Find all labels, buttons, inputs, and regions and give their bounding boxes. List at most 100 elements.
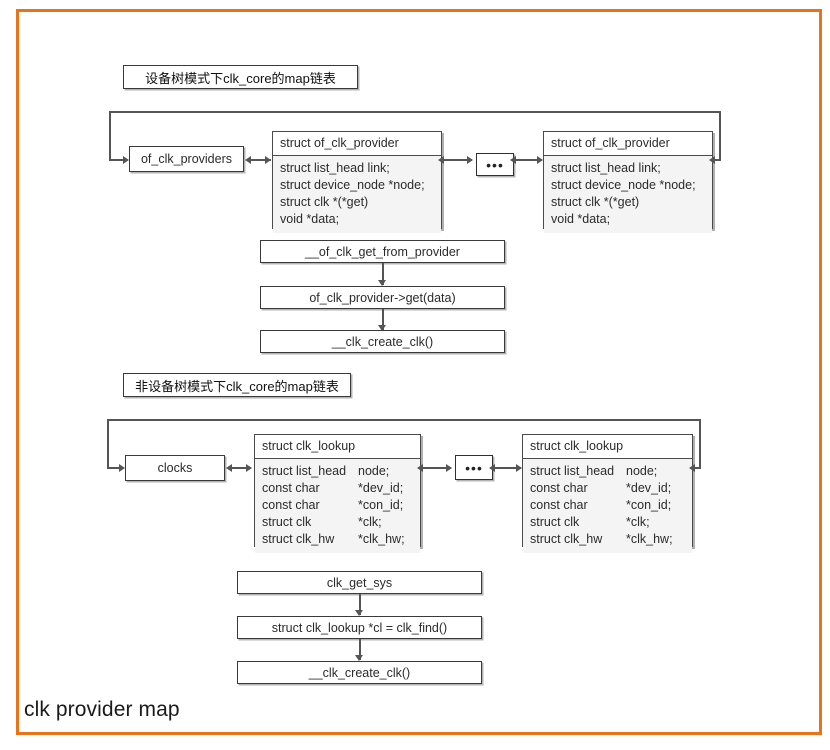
flow1-arrow-1 <box>378 280 386 286</box>
struct-field: const char *con_id; <box>530 497 686 514</box>
field-name: *clk_hw; <box>626 532 673 546</box>
link-structleft2-ellipsis-arrow-right <box>446 464 452 472</box>
link-structleft2-to-ellipsis <box>422 467 451 469</box>
node-clocks[interactable]: clocks <box>125 455 225 481</box>
link-structleft-to-ellipsis <box>443 159 472 161</box>
field-name: node; <box>358 464 390 478</box>
flow1-arrow-2 <box>378 325 386 331</box>
field-type: struct clk <box>530 515 580 529</box>
field-name: *clk_hw; <box>358 532 405 546</box>
list2-loop-entry-horizontal <box>107 467 119 469</box>
field-type: const char <box>262 481 320 495</box>
section-header-non-devicetree: 非设备树模式下clk_core的map链表 <box>123 373 351 397</box>
ellipsis-box-devicetree: ••• <box>476 153 514 176</box>
struct-field: struct list_head link; <box>551 161 661 175</box>
struct-field: struct clk_hw *clk_hw; <box>530 531 686 548</box>
struct-field: struct clk_hw *clk_hw; <box>262 531 414 548</box>
link-structright-loop-arrow <box>709 156 715 164</box>
flow1-connector-1 <box>382 263 384 285</box>
field-type: struct clk <box>262 515 312 529</box>
link-structleft-ellipsis-arrow-right <box>467 156 473 164</box>
list2-loop-left-vertical <box>107 419 109 468</box>
struct-field: const char *dev_id; <box>262 480 414 497</box>
struct-field: struct list_head link; <box>280 161 390 175</box>
struct-field: struct clk *clk; <box>262 514 414 531</box>
diagram-frame: 设备树模式下clk_core的map链表 of_clk_providers st… <box>16 9 822 735</box>
struct-fields: struct list_head node; const char *dev_id;… <box>523 459 692 553</box>
node-of-clk-providers[interactable]: of_clk_providers <box>129 146 244 172</box>
struct-field: void *data; <box>280 212 340 226</box>
struct-field: struct device_node *node; <box>551 178 696 192</box>
struct-of-clk-provider-right: struct of_clk_provider struct list_head … <box>543 131 713 233</box>
link-ellipsis-structright-arrow-left <box>510 156 516 164</box>
ellipsis-box-non-devicetree: ••• <box>455 455 493 480</box>
struct-title: struct clk_lookup <box>255 435 420 459</box>
field-name: node; <box>626 464 658 478</box>
flow2-arrow-1 <box>355 610 363 616</box>
field-name: *dev_id; <box>626 481 672 495</box>
field-name: *clk; <box>626 515 650 529</box>
proc-clk-create-clk-non-devicetree[interactable]: __clk_create_clk() <box>237 661 482 684</box>
list-loop-entry-horizontal <box>109 159 123 161</box>
field-name: *clk; <box>358 515 382 529</box>
list-loop-top-horizontal <box>109 111 721 113</box>
proc-clk-get-sys[interactable]: clk_get_sys <box>237 571 482 594</box>
section-header-devicetree: 设备树模式下clk_core的map链表 <box>123 65 358 89</box>
field-type: const char <box>530 498 588 512</box>
link-structright2-loop-arrow <box>689 464 695 472</box>
field-type: const char <box>262 498 320 512</box>
link-ellipsis2-structright-arrow-left <box>489 464 495 472</box>
list2-loop-entry-arrow <box>119 464 125 472</box>
field-name: *con_id; <box>626 498 672 512</box>
struct-title: struct of_clk_provider <box>273 132 441 156</box>
list-loop-left-vertical <box>109 111 111 160</box>
link-clocks-structleft-arrow-left <box>226 464 232 472</box>
flow2-connector-1 <box>359 594 361 615</box>
field-name: *con_id; <box>358 498 404 512</box>
link-ellipsis-structright-arrow-right <box>537 156 543 164</box>
link-structright2-to-loop <box>694 467 701 469</box>
link-ellipsis2-structright-arrow-right <box>516 464 522 472</box>
struct-title: struct of_clk_provider <box>544 132 712 156</box>
flow2-connector-2 <box>359 639 361 660</box>
struct-field: struct clk *(*get) <box>551 195 640 209</box>
link-ellipsis-to-structright <box>515 159 542 161</box>
proc-clk-create-clk-devicetree[interactable]: __clk_create_clk() <box>260 330 505 353</box>
struct-fields: struct list_head link; struct device_nod… <box>273 156 441 233</box>
field-type: struct clk_hw <box>530 532 603 546</box>
link-structleft-ellipsis-arrow-left <box>438 156 444 164</box>
struct-field: const char *con_id; <box>262 497 414 514</box>
struct-field: struct clk *(*get) <box>280 195 369 209</box>
link-root-to-struct-left-arrow-left <box>245 156 251 164</box>
struct-field: void *data; <box>551 212 611 226</box>
struct-field: struct device_node *node; <box>280 178 425 192</box>
link-structright-to-loop <box>714 159 721 161</box>
struct-field: struct clk *clk; <box>530 514 686 531</box>
link-clocks-to-struct-left <box>231 467 251 469</box>
link-ellipsis2-to-structright <box>494 467 521 469</box>
proc-of-clk-provider-get[interactable]: of_clk_provider->get(data) <box>260 286 505 309</box>
field-type: struct clk_hw <box>262 532 335 546</box>
link-structleft2-ellipsis-arrow-left <box>417 464 423 472</box>
figure-caption: clk provider map <box>24 698 180 721</box>
flow1-connector-2 <box>382 309 384 330</box>
struct-of-clk-provider-left: struct of_clk_provider struct list_head … <box>272 131 442 233</box>
struct-field: const char *dev_id; <box>530 480 686 497</box>
link-clocks-structleft-arrow-right <box>246 464 252 472</box>
list-loop-right-vertical <box>719 111 721 160</box>
field-name: *dev_id; <box>358 481 404 495</box>
field-type: const char <box>530 481 588 495</box>
link-root-to-struct-left <box>251 159 271 161</box>
struct-clk-lookup-right: struct clk_lookup struct list_head node; … <box>522 434 693 553</box>
proc-of-clk-get-from-provider[interactable]: __of_clk_get_from_provider <box>260 240 505 263</box>
list-loop-entry-arrow <box>123 156 129 164</box>
field-type: struct list_head <box>530 464 615 478</box>
flow2-arrow-2 <box>355 655 363 661</box>
struct-title: struct clk_lookup <box>523 435 692 459</box>
list2-loop-right-vertical <box>699 419 701 468</box>
proc-clk-find[interactable]: struct clk_lookup *cl = clk_find() <box>237 616 482 639</box>
link-root-to-struct-left-arrow-right <box>265 156 271 164</box>
